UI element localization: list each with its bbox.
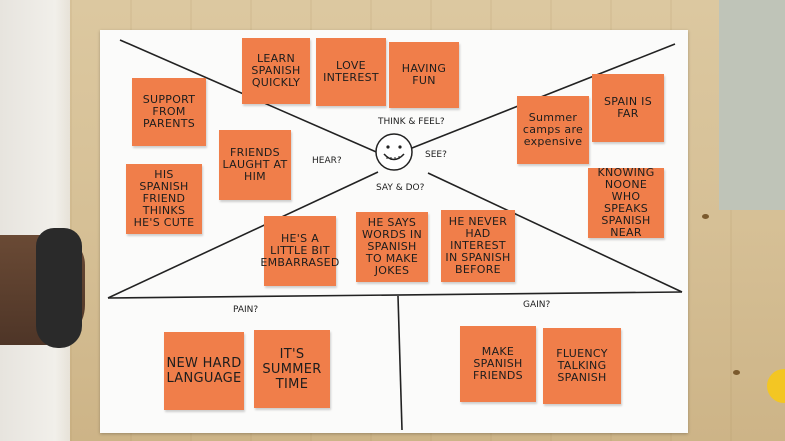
pain-label: PAIN? — [233, 305, 259, 315]
note-never-interest: HE NEVER HAD INTEREST IN SPANISH BEFORE — [441, 210, 515, 282]
sandal — [36, 228, 82, 348]
gain-label: GAIN? — [523, 300, 551, 310]
board-lines — [107, 39, 683, 431]
note-friends-laught: FRIENDS LAUGHT AT HIM — [219, 130, 291, 200]
wood-knot — [702, 214, 709, 219]
note-little-embarrased: HE'S A LITTLE BIT EMBARRASED — [260, 216, 339, 286]
note-spanish-friend: HIS SPANISH FRIEND THINKS HE'S CUTE — [126, 164, 202, 234]
line-bottom-right — [427, 172, 683, 293]
note-fluency: FLUENCY TALKING SPANISH — [543, 328, 621, 404]
note-support-parents: SUPPORT FROM PARENTS — [132, 78, 206, 146]
note-knowing-noone: KNOWING NOONE WHO SPEAKS SPANISH NEAR — [588, 167, 664, 239]
line-vertical — [397, 295, 403, 431]
note-new-language: NEW HARD LANGUAGE — [164, 332, 244, 410]
say-do-label: SAY & DO? — [376, 183, 425, 193]
hear-label: HEAR? — [312, 156, 342, 166]
note-spanish-friends: MAKE SPANISH FRIENDS — [460, 326, 536, 402]
note-having-fun: HAVING FUN — [389, 42, 459, 108]
see-label: SEE? — [425, 150, 447, 160]
smiley-face-icon — [375, 133, 413, 171]
line-bottom-left — [107, 171, 379, 299]
note-love-interest: LOVE INTEREST — [316, 38, 386, 106]
note-learn-spanish: LEARN SPANISH QUICKLY — [242, 38, 310, 104]
think-feel-label: THINK & FEEL? — [378, 117, 445, 127]
wall-background — [719, 0, 785, 210]
note-summer-camps: Summer camps are expensive — [517, 96, 589, 164]
note-spain-far: SPAIN IS FAR — [592, 74, 664, 142]
yellow-object — [767, 369, 785, 403]
note-says-words: HE SAYS WORDS IN SPANISH TO MAKE JOKES — [356, 212, 428, 282]
note-summer-time: IT'S SUMMER TIME — [254, 330, 330, 408]
wood-knot — [733, 370, 740, 375]
line-horizontal — [107, 291, 683, 299]
